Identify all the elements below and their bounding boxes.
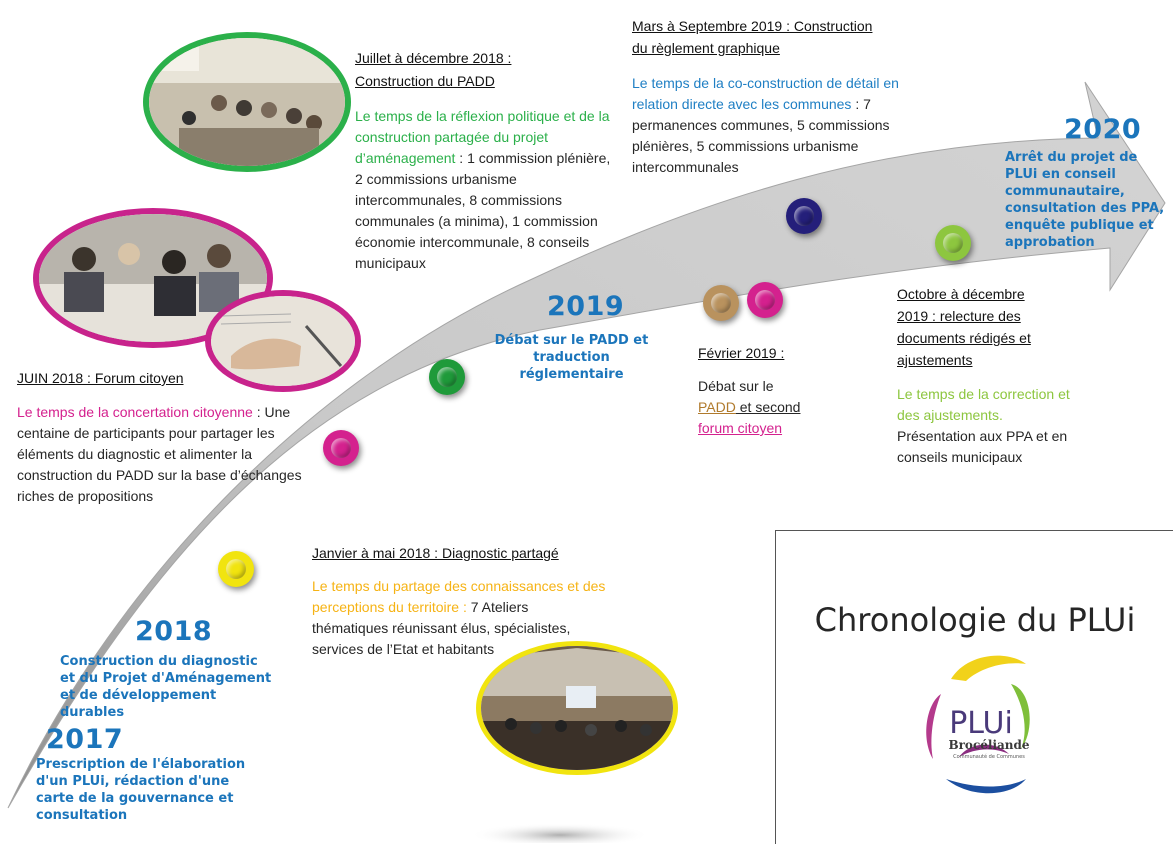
event-jul2018-head2: Construction du PADD bbox=[355, 73, 495, 89]
year-2018-desc: Construction du diagnostic et du Projet … bbox=[60, 654, 272, 720]
year-2020: 2020 bbox=[1064, 114, 1142, 145]
event-mar2019-head2: du règlement graphique bbox=[632, 40, 780, 56]
event-mar2019-body: : 7 permanences communes, 5 commissions … bbox=[632, 96, 890, 175]
logo-subtitle: Brocéliande bbox=[948, 738, 1029, 752]
event-jun2018-body: : Une centaine de participants pour part… bbox=[17, 404, 302, 504]
milestone-dot-navy bbox=[786, 198, 822, 234]
event-oct2019-highlight: Le temps de la correction et des ajustem… bbox=[897, 386, 1070, 423]
plui-logo: PLUi Brocéliande Communauté de Communes bbox=[926, 655, 1030, 794]
year-2017: 2017 bbox=[46, 724, 124, 755]
event-jul2018-head1: Juillet à décembre 2018 : bbox=[355, 50, 512, 66]
event-jun2018-head: JUIN 2018 : Forum citoyen bbox=[17, 370, 184, 386]
event-mar2019-highlight: Le temps de la co-construction de détail… bbox=[632, 75, 899, 112]
event-oct2019-text: Le temps de la correction et des ajustem… bbox=[897, 384, 1087, 468]
page-title: Chronologie du PLUi bbox=[814, 601, 1136, 639]
photo-forum-hands bbox=[205, 290, 361, 392]
event-mar2019-text: Le temps de la co-construction de détail… bbox=[632, 73, 907, 178]
year-2019-desc: Débat sur le PADD et traduction réglemen… bbox=[494, 333, 649, 382]
event-jan2018-head: Janvier à mai 2018 : Diagnostic partagé bbox=[312, 545, 559, 561]
year-2017-desc: Prescription de l'élaboration d'un PLUi,… bbox=[36, 757, 246, 823]
event-feb2019-p1: Débat sur le bbox=[698, 378, 774, 394]
event-jul2018-body: : 1 commission plénière, 2 commissions u… bbox=[355, 150, 611, 271]
event-jan2018-text: Le temps du partage des connaissances et… bbox=[312, 576, 608, 660]
year-2020-desc: Arrêt du projet de PLUi en conseil commu… bbox=[1005, 150, 1165, 250]
year-2019: 2019 bbox=[547, 291, 625, 322]
event-oct2019-head: Octobre à décembre 2019 : relecture des … bbox=[897, 286, 1031, 368]
milestone-dot-pink bbox=[323, 430, 359, 466]
event-jan2018-body: 7 Ateliers thématiques réunissant élus, … bbox=[312, 599, 571, 657]
milestone-dot-pink2 bbox=[747, 282, 783, 318]
event-jan2018-highlight: Le temps du partage des connaissances et… bbox=[312, 578, 606, 615]
photo-forum-citoyen bbox=[33, 208, 273, 348]
event-jun2018-highlight: Le temps de la concertation citoyenne bbox=[17, 404, 253, 420]
year-2018: 2018 bbox=[135, 616, 213, 647]
event-feb2019-p2: et second bbox=[735, 399, 801, 415]
photo-diagnostic-atelier bbox=[476, 641, 678, 775]
logo-tiny: Communauté de Communes bbox=[953, 753, 1025, 760]
event-jun2018-text: Le temps de la concertation citoyenne : … bbox=[17, 402, 317, 507]
event-feb2019-text: Débat sur le PADD et second forum citoye… bbox=[698, 376, 838, 439]
event-jul2018-highlight: Le temps de la réflexion politique et de… bbox=[355, 108, 610, 166]
milestone-dot-yellow bbox=[218, 551, 254, 587]
photo-padd-meeting bbox=[143, 32, 351, 172]
event-jul2018-text: Le temps de la réflexion politique et de… bbox=[355, 106, 615, 274]
event-oct2019-body: Présentation aux PPA et en conseils muni… bbox=[897, 428, 1068, 465]
milestone-dot-green bbox=[429, 359, 465, 395]
event-feb2019-padd: PADD bbox=[698, 399, 736, 415]
milestone-dot-bronze bbox=[703, 285, 739, 321]
event-feb2019-forum: forum citoyen bbox=[698, 420, 783, 436]
milestone-dot-lime bbox=[935, 225, 971, 261]
logo-text: PLUi bbox=[949, 706, 1013, 741]
event-feb2019-head: Février 2019 : bbox=[698, 345, 785, 361]
title-panel: Chronologie du PLUi PLUi Brocéliande Com… bbox=[775, 530, 1173, 844]
event-mar2019-head1: Mars à Septembre 2019 : Construction bbox=[632, 18, 873, 34]
